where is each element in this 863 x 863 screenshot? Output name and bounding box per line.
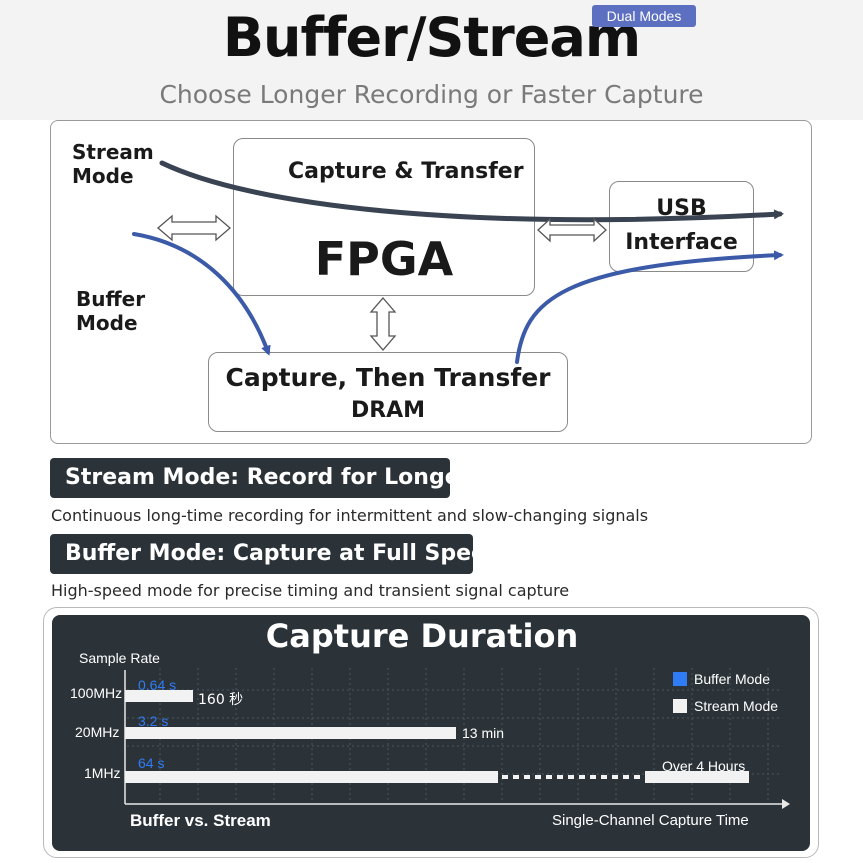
- buffer-value-100mhz: 0.64 s: [138, 677, 177, 693]
- usb-interface-label: USB Interface: [625, 196, 738, 255]
- buffer-value-1mhz: 64 s: [138, 755, 165, 771]
- stream-mode-heading: Stream Mode: Record for Longer: [50, 458, 470, 498]
- chart-bottom-label: Buffer vs. Stream: [130, 811, 271, 830]
- dram-box: [208, 352, 568, 432]
- buffer-value-20mhz: 3.2 s: [138, 713, 169, 729]
- category-label-1mhz: 1MHz: [84, 765, 121, 781]
- x-axis-label: Single-Channel Capture Time: [552, 812, 749, 829]
- dram-label: DRAM: [350, 398, 426, 423]
- buffer-mode-label: Buffer Mode: [76, 287, 146, 335]
- category-label-20mhz: 20MHz: [75, 724, 120, 740]
- legend-stream-label: Stream Mode: [694, 698, 779, 714]
- chart-title: Capture Duration: [265, 617, 579, 655]
- page-subtitle: Choose Longer Recording or Faster Captur…: [159, 80, 704, 109]
- stream-value-20mhz: 13 min: [462, 725, 505, 741]
- buffer-mode-description: High-speed mode for precise timing and t…: [51, 581, 570, 600]
- dual-modes-badge: Dual Modes: [592, 5, 696, 27]
- stream-mode-label: Stream Mode: [72, 140, 154, 188]
- category-label-100mhz: 100MHz: [70, 685, 123, 701]
- buffer-mode-heading: Buffer Mode: Capture at Full Speed: [50, 534, 502, 574]
- stream-value-100mhz: 160 秒: [198, 692, 244, 708]
- stream-value-1mhz: Over 4 Hours: [662, 758, 746, 774]
- y-axis-label: Sample Rate: [79, 650, 160, 666]
- fpga-label: FPGA: [314, 232, 454, 286]
- legend-buffer-label: Buffer Mode: [694, 671, 771, 687]
- dram-caption: Capture, Then Transfer: [225, 363, 551, 392]
- page-title: Buffer/Stream: [222, 6, 641, 69]
- fpga-caption: Capture & Transfer: [288, 159, 524, 184]
- header-band: [0, 0, 863, 120]
- stream-mode-description: Continuous long-time recording for inter…: [51, 506, 649, 525]
